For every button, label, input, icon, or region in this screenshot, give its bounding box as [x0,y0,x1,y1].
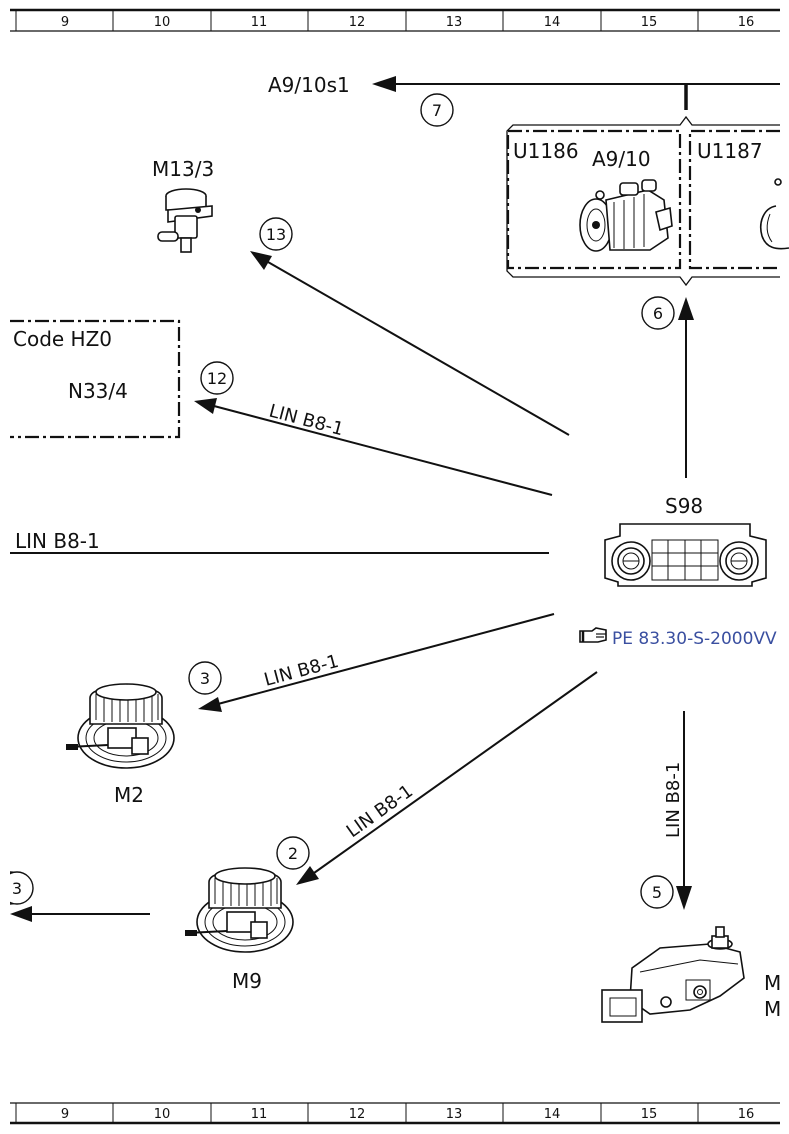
bubble-12-text: 12 [207,369,227,388]
bubble-5: 5 [640,875,674,909]
bubble-12: 12 [200,361,234,395]
grid-col-11-bottom: 11 [251,1107,268,1122]
label-m-cut-top: M [764,971,781,995]
wire-to-m2 [198,613,555,712]
bubble-7-text: 7 [432,101,442,120]
compressor-group [506,115,780,287]
reference-link[interactable]: PE 83.30-S-2000VV [579,627,777,649]
label-m9: M9 [232,969,262,993]
label-a9-10s1: A9/10s1 [268,73,350,97]
wire-left-exit [10,906,150,922]
grid-col-15-bottom: 15 [641,1107,658,1122]
bubble-3-text: 3 [200,669,210,688]
grid-col-13-bottom: 13 [446,1107,463,1122]
wire-to-actuator [676,711,692,910]
control-panel-s98-icon [604,523,767,587]
box-code-hz0 [10,319,181,439]
label-s98: S98 [665,494,703,518]
grid-col-12-bottom: 12 [349,1107,366,1122]
label-m13-3: M13/3 [152,157,214,181]
bubble-2: 2 [276,836,310,870]
grid-col-16: 16 [738,15,755,30]
bubble-3-left: 3 [0,868,34,908]
compressor-u1187-icon [760,178,789,250]
label-a9-10: A9/10 [592,147,651,171]
grid-col-14-bottom: 14 [544,1107,561,1122]
pointing-hand-icon [579,627,607,643]
bubble-3-left-text: 3 [12,879,22,898]
label-n33-4: N33/4 [68,379,128,403]
label-u1186: U1186 [513,139,579,163]
grid-col-12: 12 [349,15,366,30]
wire-label-n33-4: LIN B8-1 [267,401,346,441]
wire-to-a9-10 [678,297,694,478]
bubble-3: 3 [188,661,222,695]
wire-label-down: LIN B8-1 [663,762,684,838]
wire-to-m13-3 [250,251,570,436]
wire-a9-10s1 [372,76,780,110]
label-u1187: U1187 [697,139,763,163]
wire-label-m2: LIN B8-1 [262,651,341,691]
blower-m2-icon [66,683,175,769]
grid-col-13: 13 [446,15,463,30]
blower-m9-icon [185,867,294,953]
grid-col-10: 10 [154,15,171,30]
grid-col-16-bottom: 16 [738,1107,755,1122]
bubble-13: 13 [259,217,293,251]
bubble-13-text: 13 [266,225,286,244]
bubble-2-text: 2 [288,844,298,863]
wire-to-n33-4 [194,398,553,496]
grid-col-9: 9 [61,15,69,30]
grid-col-10-bottom: 10 [154,1107,171,1122]
bubble-6: 6 [641,296,675,330]
bubble-6-text: 6 [653,304,663,323]
bubble-7: 7 [420,93,454,127]
grid-col-14: 14 [544,15,561,30]
top-grid-ruler: 9 10 11 12 13 14 15 16 [10,8,780,32]
grid-col-11: 11 [251,15,268,30]
reference-text[interactable]: PE 83.30-S-2000VV [612,629,777,649]
label-m2: M2 [114,783,144,807]
wire-label-m9: LIN B8-1 [343,781,417,842]
label-code-hz0: Code HZ0 [13,327,112,351]
grid-col-9-bottom: 9 [61,1107,69,1122]
actuator-motor-icon [601,926,745,1023]
wire-to-m9 [296,671,598,885]
grid-col-15: 15 [641,15,658,30]
valve-m13-3-icon [157,188,213,253]
label-m-cut-bottom: M [764,997,781,1021]
wire-label-left: LIN B8-1 [15,529,100,553]
compressor-a9-10-icon [579,179,673,252]
bubble-5-text: 5 [652,883,662,902]
bottom-grid-ruler: 9 10 11 12 13 14 15 16 [10,1102,780,1125]
